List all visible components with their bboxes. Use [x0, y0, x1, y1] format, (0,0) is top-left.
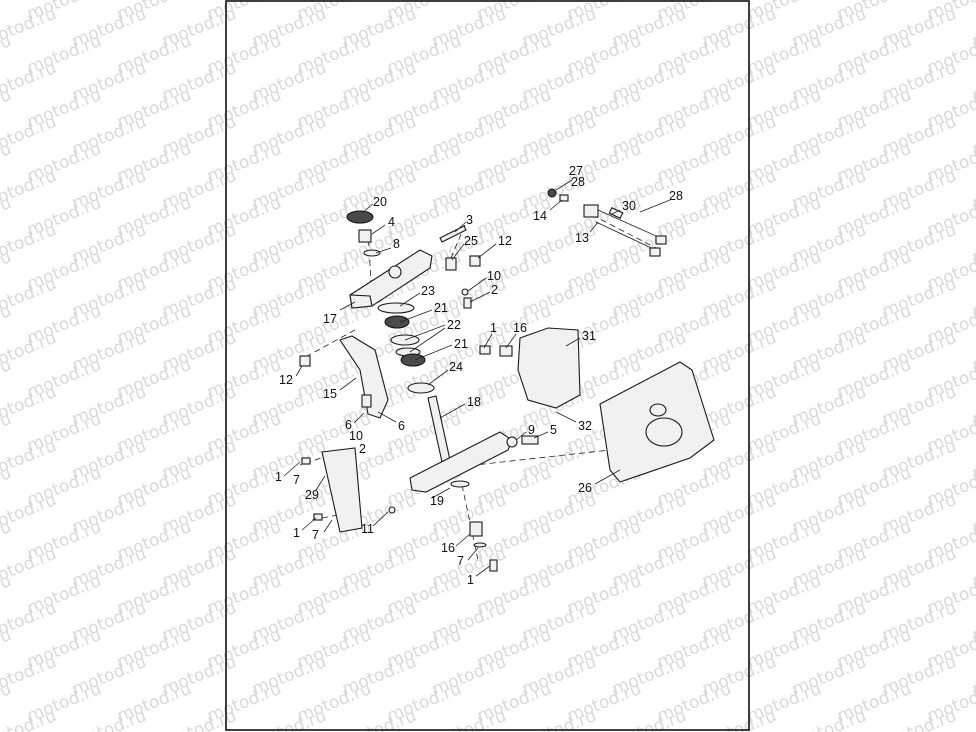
- callout-label: 2: [491, 283, 498, 297]
- callout-label: 12: [279, 373, 293, 387]
- callout-label: 10: [487, 269, 501, 283]
- callout-label: 2: [359, 442, 366, 456]
- callout-label: 1: [293, 526, 300, 540]
- watermark-text: motod.ru: [519, 706, 599, 732]
- watermark-text: motod.ru: [249, 706, 329, 732]
- callout-label: 1: [275, 470, 282, 484]
- callout-label: 27: [569, 164, 583, 178]
- callout-label: 6: [398, 419, 405, 433]
- watermark-text: motod.ru: [789, 706, 869, 732]
- upper-fork-bracket: [349, 249, 433, 309]
- callout-label: 5: [550, 423, 557, 437]
- watermark-text: motod.ru: [429, 706, 509, 732]
- callout-label: 32: [578, 419, 592, 433]
- callout-label: 7: [457, 554, 464, 568]
- callout-label: 28: [669, 189, 683, 203]
- watermark-text: motod.ru: [159, 706, 239, 732]
- axle-bolt: [506, 435, 539, 448]
- callout-label: 21: [434, 301, 448, 315]
- watermark-text: motod.ru: [699, 706, 779, 732]
- lower-fasteners: [469, 521, 498, 572]
- callout-label: 23: [421, 284, 435, 298]
- callout-label: 15: [323, 387, 337, 401]
- callout-label: 19: [430, 494, 444, 508]
- callout-label: 18: [467, 395, 481, 409]
- mounting-plate: [301, 447, 396, 533]
- callout-label: 16: [441, 541, 455, 555]
- cable-assembly: [547, 188, 667, 257]
- small-fasteners-top: [445, 255, 481, 309]
- callout-label: 4: [388, 215, 395, 229]
- callout-leaders: [283, 179, 671, 577]
- callout-label: 20: [373, 195, 387, 209]
- callout-label: 16: [513, 321, 527, 335]
- callout-label: 7: [293, 473, 300, 487]
- callout-label: 22: [447, 318, 461, 332]
- callout-label: 1: [467, 573, 474, 587]
- steering-stem: [409, 395, 513, 493]
- diagram-frame: [225, 0, 750, 731]
- steering-stem-cap: [346, 210, 381, 257]
- callout-label: 25: [464, 234, 478, 248]
- callout-label: 8: [393, 237, 400, 251]
- callout-labels: 20 4 3 8 25 12 10 2 23 21 22 21 17 1 16 …: [275, 164, 683, 587]
- radiator-shroud: [599, 361, 715, 483]
- front-fender: [479, 327, 581, 409]
- watermark-text: motod.ru: [69, 706, 149, 732]
- pinch-bolt: [439, 225, 467, 243]
- watermark-text: motod.ru: [609, 706, 689, 732]
- fork-slider: [299, 335, 389, 419]
- callout-label: 24: [449, 360, 463, 374]
- callout-label: 10: [349, 429, 363, 443]
- callout-label: 14: [533, 209, 547, 223]
- callout-label: 1: [490, 321, 497, 335]
- callout-label: 17: [323, 312, 337, 326]
- callout-label: 12: [498, 234, 512, 248]
- callout-label: 30: [622, 199, 636, 213]
- callout-label: 28: [571, 175, 585, 189]
- callout-label: 9: [528, 423, 535, 437]
- callout-label: 11: [361, 522, 374, 536]
- callout-label: 6: [345, 418, 352, 432]
- callout-label: 31: [582, 329, 596, 343]
- callout-label: 3: [466, 213, 473, 227]
- callout-label: 7: [312, 528, 319, 542]
- watermark-text: motod.ru: [339, 706, 419, 732]
- callout-label: 26: [578, 481, 592, 495]
- callout-label: 29: [305, 488, 319, 502]
- callout-label: 13: [575, 231, 589, 245]
- watermark-text: motod.ru: [879, 706, 959, 732]
- callout-label: 21: [454, 337, 468, 351]
